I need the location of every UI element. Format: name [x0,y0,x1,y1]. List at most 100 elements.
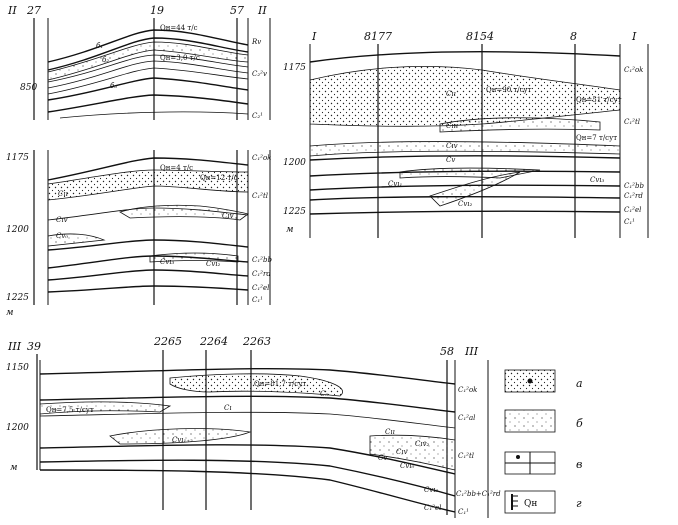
flow-rate-1: Qн=44 т/с [160,24,198,32]
flow-rate-1: Qн=90 т/сут [486,86,532,94]
sand-lens [439,117,601,133]
bed-line [39,469,456,513]
bed-line [47,37,249,71]
depth-1175: 1175 [283,63,306,73]
bed-line [47,60,249,89]
depth-1225: 1225 [283,207,306,217]
bed-line [47,269,249,281]
unit-label: C₁²bb+C₁²rd [456,490,501,498]
unit-label: C₁²el [252,284,269,292]
bed-line [47,94,249,113]
sand-lens [39,401,172,415]
well-label-8177: 8177 [364,30,392,43]
well-label-8154: 8154 [466,30,494,43]
unit-label: Rv [251,38,261,46]
section-label-right: III [464,345,479,358]
well-label-8: 8 [570,30,577,43]
bed-label: Cv₀ [56,232,68,240]
bed-label: Cv [378,454,387,462]
legend-point [527,378,533,384]
depth-1225: 1225 [6,293,29,303]
bed-line [59,111,249,119]
bed-b2: б₂ [102,56,109,64]
bed-line [47,239,249,251]
bed-line [47,157,249,181]
unit-label: C₁¹ [458,508,469,516]
bed-line [47,207,249,221]
bed-line [39,367,456,385]
depth-1175: 1175 [6,153,29,163]
well-label-27: 27 [26,4,41,17]
bed-line [309,51,621,63]
section-label-right: I [631,30,637,43]
depth-1150: 1150 [6,363,29,373]
legend-label-a: а [576,377,583,390]
unit-label: C₁²tl [458,452,474,460]
unit-label: C₁²bb [252,256,272,264]
sand-body [309,65,621,127]
well-label-2263: 2263 [242,335,271,348]
section-label-left: II [7,4,17,17]
panel-iii: III 39 2265 2264 2263 58 III 1150 1200 м… [6,335,501,518]
unit-label: C₁¹ [252,296,263,304]
bed-line [39,459,456,497]
panel-ii: II 27 19 57 II 850 Qн=44 т/с Qн=3,0 т/с … [7,4,271,120]
bed-line [47,285,249,293]
bed-line [309,170,621,177]
section-label-left: I [311,30,317,43]
bed-line [309,210,621,215]
sand-lens [369,434,456,471]
well-label-2265: 2265 [153,335,182,348]
bed-label: Cıv [56,216,68,224]
well-label-19: 19 [150,4,164,17]
bed-label: Cıı [446,90,456,98]
sand-layer [309,141,621,157]
bed-label: Cııı [446,122,458,130]
bed-line [47,77,249,101]
bed-label: Cıı [385,428,395,436]
unit-label: C₁²bb [624,182,644,190]
bed-label: Cvı₃ [424,486,439,494]
bed-label: Cıv [396,448,408,456]
section-label-left: III [7,340,22,353]
unit-label: C₂¹ [252,112,263,120]
well-label-57: 57 [230,4,244,17]
bed-label: Cvı₁₊₂ [172,436,193,444]
well-label-58: 58 [440,345,454,358]
panel-i: I 8177 8154 8 I 1175 1200 1225 м Qн=90 т… [283,30,649,238]
bed-line [47,29,249,63]
bed-label: Cvı₃ [160,258,175,266]
bed-line [47,54,249,83]
flow-rate-2: Qн=51 т/сут [576,96,622,104]
legend-label-g: г [576,497,582,510]
bed-label: Cıv [222,212,234,220]
bed-label: Cıv₂ [415,440,430,448]
bed-label: Cı [224,404,232,412]
bed-line [47,67,249,95]
legend: а б в Qн г [504,369,583,514]
depth-850: 850 [20,83,37,93]
bed-line [47,255,249,269]
flow-rate-1: Qн=7,5 т/сут [46,406,94,414]
bed-label: Cvı₂ [458,200,473,208]
legend-swatch-sparse [504,409,556,433]
bed-label: Cıı [58,190,68,198]
bed-line [39,395,456,413]
meters-label: м [286,225,293,235]
bed-label: Cıv [446,142,458,150]
bed-label: Cvı₁ [388,180,403,188]
bed-b3: б₃ [110,82,117,90]
unit-label: C₁²ok [624,66,643,74]
unit-label: C₁²ok [458,386,477,394]
depth-1200: 1200 [6,225,29,235]
unit-label: C₁²el [424,504,441,512]
flow-rate-2: Qн=3,0 т/с [160,54,200,62]
flow-rate-2: Qн=12 т/с [200,174,238,182]
flow-rate-3: Qн=7 т/сут [576,134,617,142]
unit-label: C₁²tl [252,192,268,200]
bed-line [309,184,621,191]
bed-line [39,411,456,429]
panel-ii-lower: 1175 1200 1225 м Qн=4 т/с Qн=12 т/с Cıı … [6,150,272,318]
bed-label: Cvı₀ [400,462,415,470]
